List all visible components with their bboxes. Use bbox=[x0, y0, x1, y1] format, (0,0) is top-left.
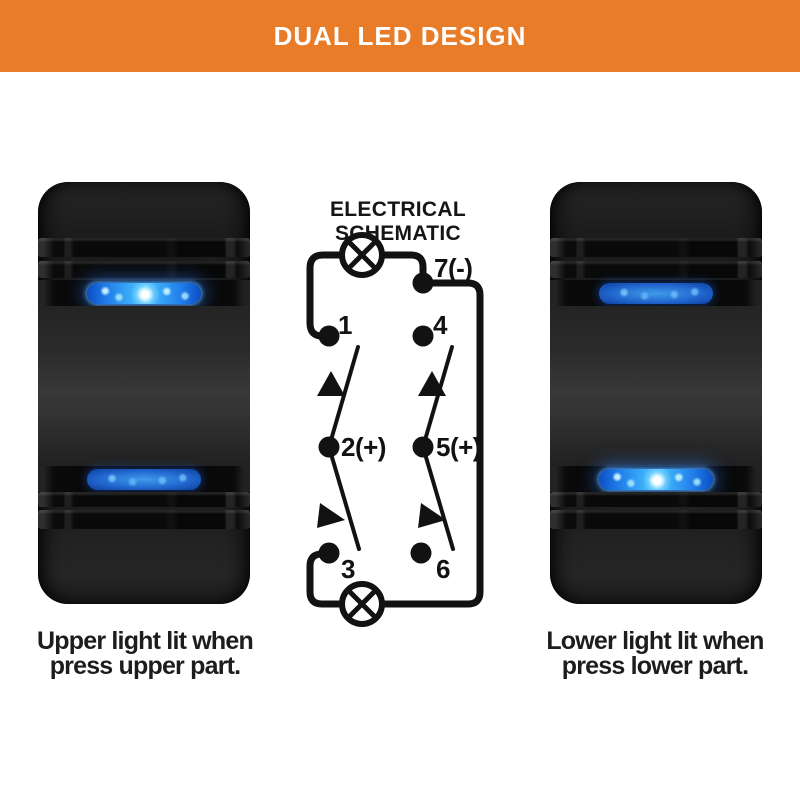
caption-left: Upper light lit when press upper part. bbox=[20, 629, 270, 679]
schematic-title: ELECTRICAL SCHEMATIC bbox=[330, 198, 466, 245]
wire-bottom-left bbox=[306, 550, 346, 608]
led-slot-lower bbox=[38, 466, 250, 492]
arrow-up-icon bbox=[418, 371, 446, 396]
upper-led-lit bbox=[87, 282, 201, 304]
upper-led-dim bbox=[599, 282, 713, 304]
banner-title: DUAL LED DESIGN bbox=[273, 20, 527, 51]
terminal-dot-6 bbox=[410, 542, 432, 564]
terminal-dot-3 bbox=[318, 542, 340, 564]
terminal-dot-4 bbox=[412, 325, 434, 347]
lower-led-lit bbox=[599, 468, 713, 490]
caption-right: Lower light lit when press lower part. bbox=[530, 629, 780, 679]
led-slot-upper bbox=[550, 280, 762, 306]
lower-led-dim bbox=[87, 468, 201, 490]
terminal-dot-2 bbox=[318, 436, 340, 458]
caption-left-line2: press upper part. bbox=[49, 652, 241, 680]
terminal-label-5: 5(+) bbox=[436, 432, 481, 462]
terminal-label-7: 7(-) bbox=[434, 253, 472, 283]
switch-arm-left-upper bbox=[327, 345, 360, 449]
arrow-down-icon bbox=[317, 503, 345, 528]
terminal-dot-5 bbox=[412, 436, 434, 458]
rocker-groove bbox=[38, 261, 250, 278]
arrow-up-icon bbox=[317, 371, 345, 396]
electrical-schematic: 1 4 7(-) 2(+) 5(+) 3 6 bbox=[306, 232, 484, 627]
terminal-label-3: 3 bbox=[341, 554, 355, 584]
caption-right-line1: Lower light lit when bbox=[546, 627, 764, 655]
switch-arm-right-lower bbox=[421, 445, 455, 551]
terminal-label-6: 6 bbox=[436, 554, 450, 584]
rocker-groove bbox=[550, 492, 762, 507]
rocker-groove bbox=[38, 238, 250, 257]
wire-top-right bbox=[377, 251, 427, 287]
terminal-label-4: 4 bbox=[433, 310, 448, 340]
rocker-switch-right bbox=[550, 182, 762, 604]
terminal-label-2: 2(+) bbox=[341, 432, 386, 462]
caption-right-line2: press lower part. bbox=[561, 652, 749, 680]
led-slot-lower bbox=[550, 466, 762, 492]
rocker-groove bbox=[550, 510, 762, 529]
lamp-icon-top bbox=[339, 232, 385, 278]
rocker-face bbox=[38, 306, 250, 466]
switch-arm-left-lower bbox=[327, 445, 361, 551]
lamp-icon-bottom bbox=[339, 581, 385, 627]
terminal-dot-7 bbox=[412, 272, 434, 294]
led-slot-upper bbox=[38, 280, 250, 306]
terminal-label-1: 1 bbox=[338, 310, 352, 340]
rocker-switch-left bbox=[38, 182, 250, 604]
arrow-down-icon bbox=[418, 503, 446, 528]
switch-arm-right-upper bbox=[421, 345, 454, 449]
rocker-face bbox=[550, 306, 762, 466]
wire-top-left bbox=[306, 251, 346, 340]
rocker-groove bbox=[550, 238, 762, 257]
banner: DUAL LED DESIGN bbox=[0, 0, 800, 72]
caption-left-line1: Upper light lit when bbox=[37, 627, 254, 655]
wire-right-side bbox=[379, 279, 484, 608]
rocker-groove bbox=[38, 492, 250, 507]
rocker-groove bbox=[38, 510, 250, 529]
rocker-groove bbox=[550, 261, 762, 278]
terminal-dot-1 bbox=[318, 325, 340, 347]
